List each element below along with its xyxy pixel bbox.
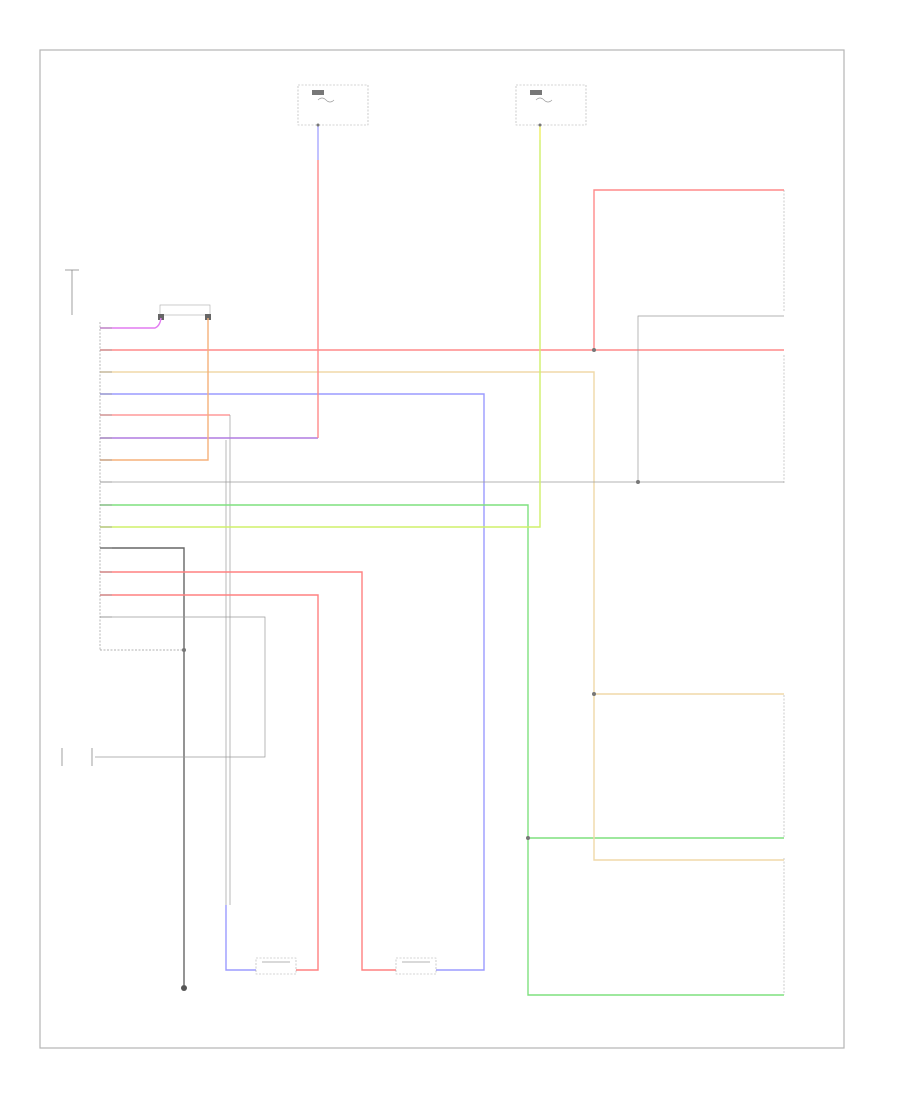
splice-dots: [182, 123, 640, 840]
wire-blue-left: [225, 905, 256, 971]
wire-red-upper: [593, 189, 784, 350]
wire-red-lower-2: [100, 594, 319, 971]
illumination-switch: [61, 748, 93, 766]
wire-tan-2: [593, 694, 784, 861]
wire-red-lower: [100, 571, 396, 971]
wire-gray-lower: [95, 616, 266, 758]
wire-gray: [100, 315, 784, 483]
antenna: [65, 269, 79, 315]
wire-yellowgreen: [100, 140, 541, 528]
left-rear-speaker: [255, 957, 297, 975]
wire-green: [100, 504, 784, 996]
fuse-box-right: [515, 84, 587, 126]
ground-point: [181, 985, 187, 991]
wire-orange: [100, 318, 209, 461]
wire-tan-1: [100, 371, 784, 695]
wire-blue: [100, 393, 485, 971]
wire-black: [100, 547, 185, 985]
fuse-box-left: [297, 84, 369, 126]
antenna-connector: [158, 304, 211, 320]
diagram-border: [39, 49, 845, 1049]
right-rear-speaker: [395, 957, 437, 975]
wire-magenta: [100, 317, 162, 329]
radio-unit: [99, 322, 185, 651]
radio-pin-stubs: [100, 327, 112, 618]
